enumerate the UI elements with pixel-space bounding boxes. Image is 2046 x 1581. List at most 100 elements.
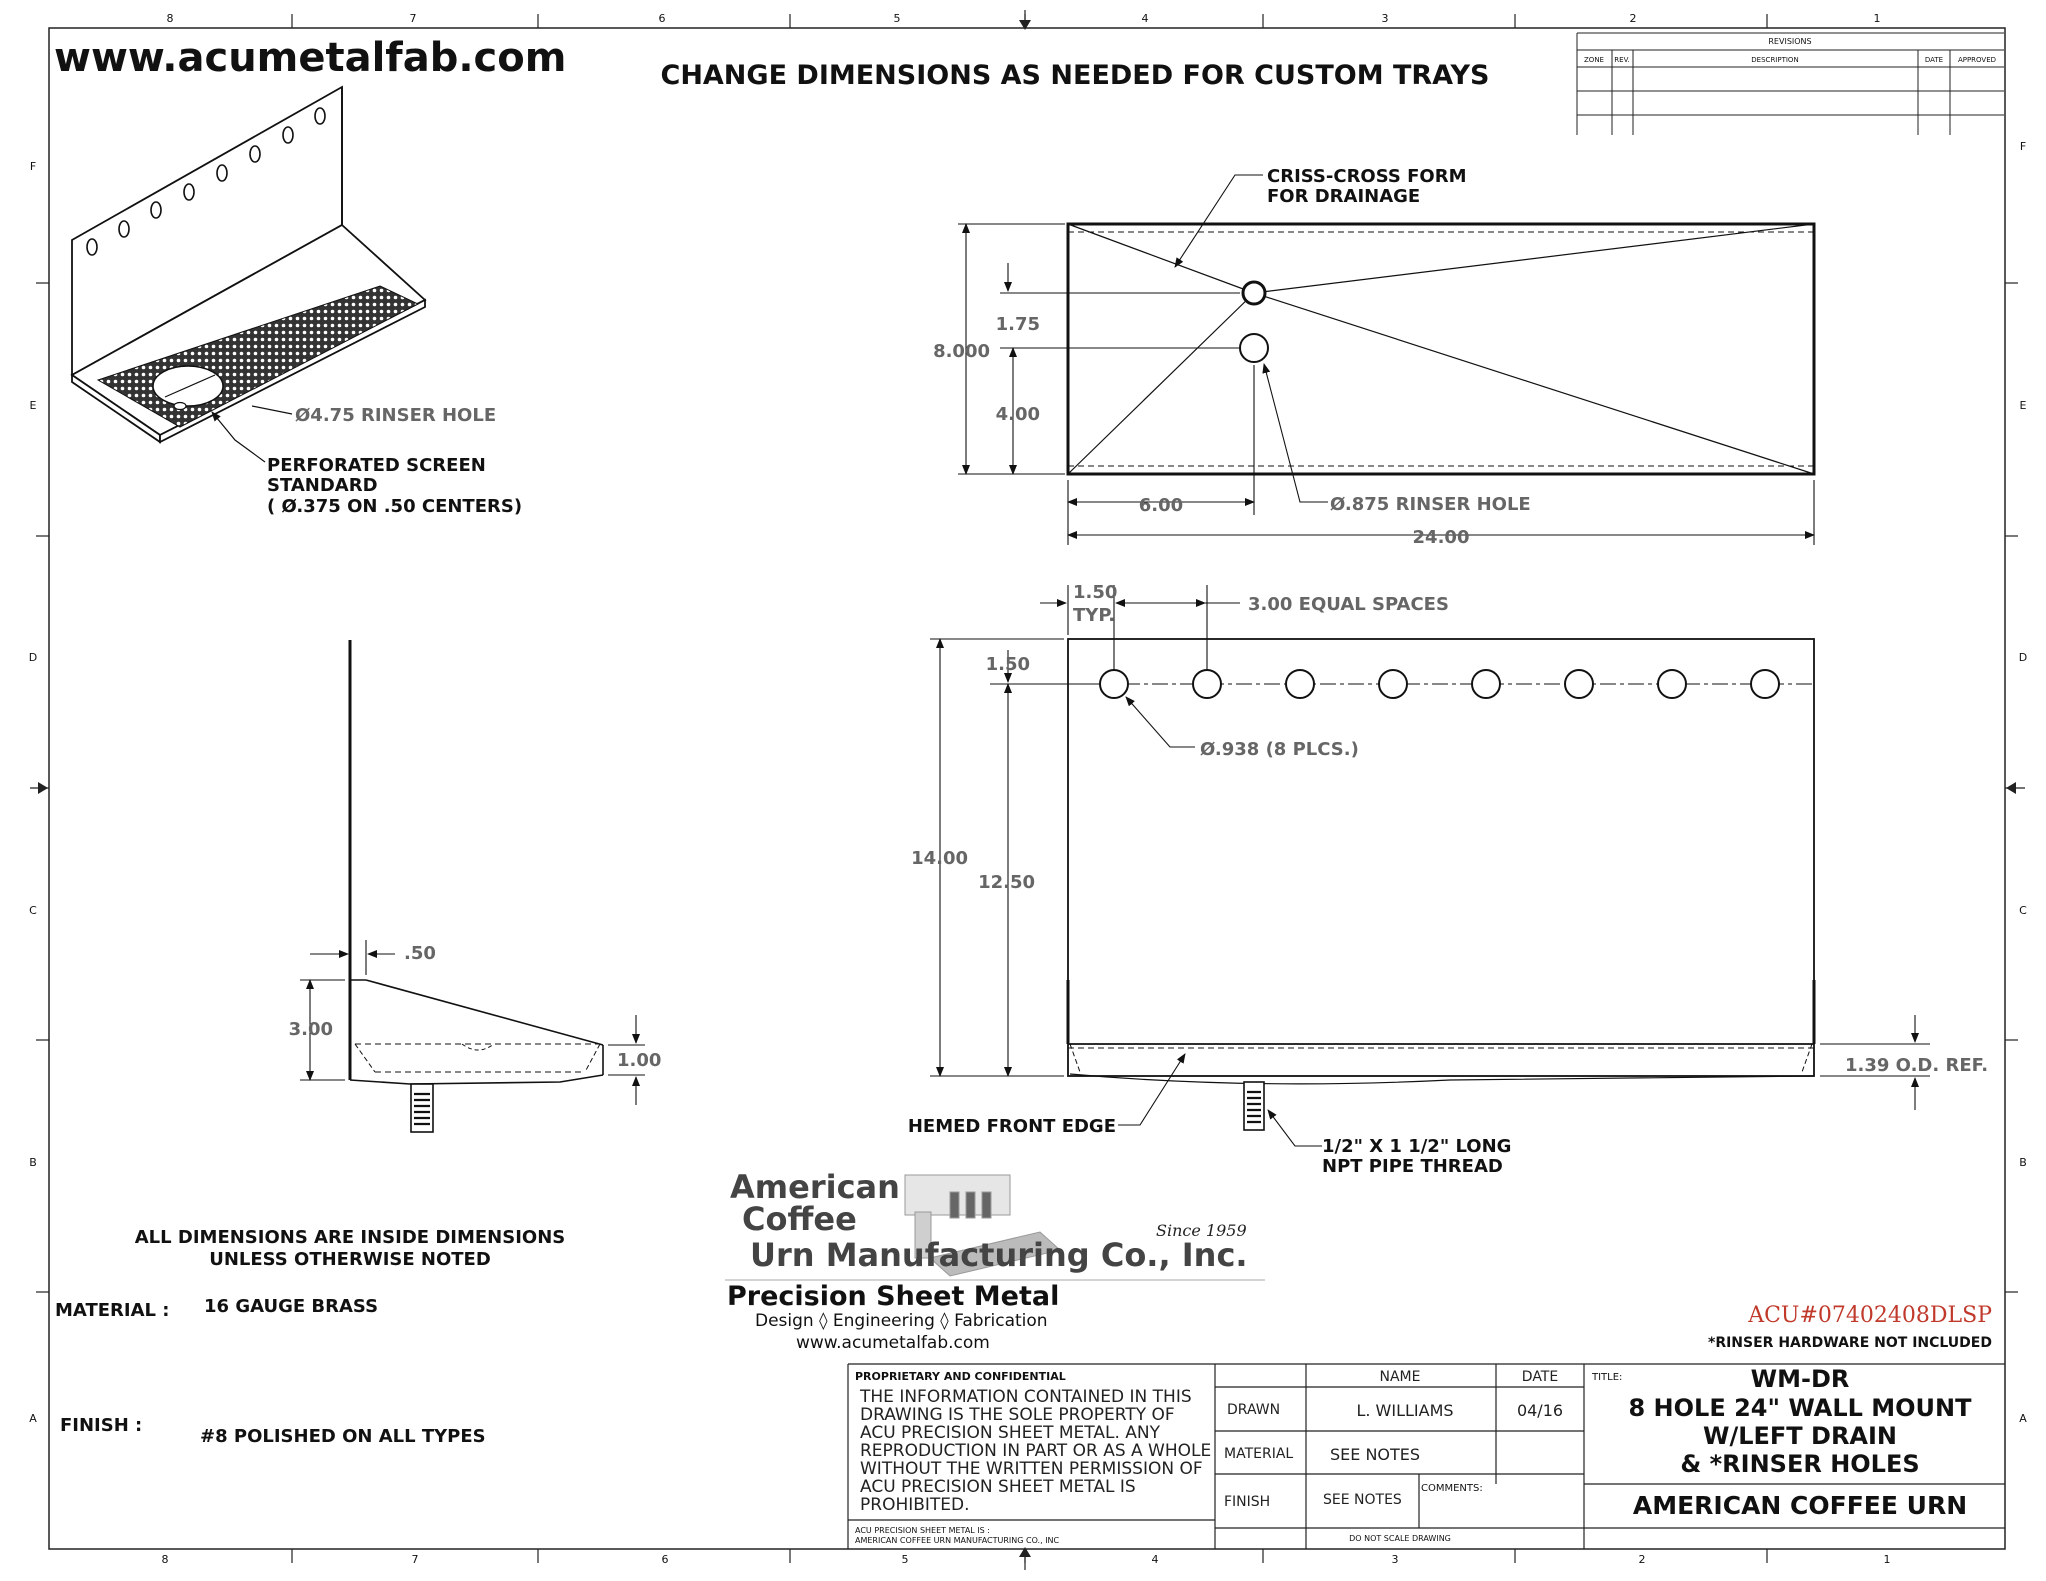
- proprietary-line: WITHOUT THE WRITTEN PERMISSION OF: [860, 1459, 1203, 1479]
- dim-150: 1.50: [986, 654, 1030, 675]
- logo-urn: Urn Manufacturing Co., Inc.: [750, 1236, 1248, 1274]
- title-line1: WM-DR: [1751, 1365, 1850, 1393]
- logo-since: Since 1959: [1156, 1221, 1247, 1240]
- material-value: 16 GAUGE BRASS: [204, 1296, 378, 1317]
- rev-col: REV.: [1614, 56, 1629, 64]
- top-view: [1066, 222, 1816, 476]
- od-ref: 1.39 O.D. REF.: [1845, 1055, 1988, 1076]
- proprietary-line: ACU PRECISION SHEET METAL IS: [860, 1477, 1136, 1497]
- rev-col: DATE: [1925, 56, 1943, 64]
- isometric-view: [70, 85, 427, 444]
- rev-col: APPROVED: [1958, 56, 1996, 64]
- side-zone-labels-left: F E D C B A: [29, 160, 37, 1425]
- zone-label: F: [30, 160, 36, 173]
- name-header: NAME: [1380, 1369, 1421, 1385]
- front-view: [1066, 638, 1816, 1085]
- zone-label: 1: [1884, 1553, 1891, 1566]
- logo-graphic: [904, 1174, 1062, 1277]
- rev-col: DESCRIPTION: [1751, 56, 1798, 64]
- pipe-thread-front: [1243, 1081, 1265, 1131]
- proprietary-line: DRAWING IS THE SOLE PROPERTY OF: [860, 1405, 1175, 1425]
- zone-label: B: [29, 1156, 37, 1169]
- hemmed-edge-note: HEMED FRONT EDGE: [908, 1116, 1116, 1137]
- zone-label: 8: [167, 12, 174, 25]
- finish-label: FINISH :: [60, 1415, 142, 1436]
- proprietary-text: THE INFORMATION CONTAINED IN THIS DRAWIN…: [859, 1387, 1211, 1515]
- zone-label: E: [30, 399, 37, 412]
- proprietary-footer-line1: ACU PRECISION SHEET METAL IS :: [855, 1526, 990, 1535]
- logo-american: American: [730, 1168, 900, 1206]
- dim-400: 4.00: [996, 404, 1040, 425]
- zone-label: 2: [1639, 1553, 1646, 1566]
- zone-label: 2: [1630, 12, 1637, 25]
- notes-line2: UNLESS OTHERWISE NOTED: [209, 1249, 491, 1270]
- dim-1400: 14.00: [911, 848, 968, 869]
- pipe-thread-side: [410, 1083, 434, 1133]
- logo-coffee: Coffee: [742, 1200, 857, 1238]
- rinser-hardware-note: *RINSER HARDWARE NOT INCLUDED: [1708, 1335, 1992, 1351]
- finish-value: #8 POLISHED ON ALL TYPES: [200, 1426, 486, 1447]
- dim-175: 1.75: [996, 314, 1040, 335]
- zone-label: E: [2020, 399, 2027, 412]
- zone-label: 4: [1152, 1553, 1159, 1566]
- zone-label: B: [2019, 1156, 2027, 1169]
- front-view-dimensions: [930, 585, 1930, 1147]
- logo-precision: Precision Sheet Metal: [727, 1281, 1059, 1312]
- proprietary-line: THE INFORMATION CONTAINED IN THIS: [859, 1387, 1192, 1407]
- zone-label: 3: [1392, 1553, 1399, 1566]
- rev-col: ZONE: [1584, 56, 1604, 64]
- website-url[interactable]: www.acumetalfab.com: [54, 35, 566, 81]
- equal-spaces-label: 3.00 EQUAL SPACES: [1248, 594, 1449, 615]
- revisions-table: [1576, 32, 2004, 135]
- title-line3: W/LEFT DRAIN: [1703, 1422, 1897, 1450]
- revisions-header: ZONE REV. DESCRIPTION DATE APPROVED: [1584, 56, 1996, 64]
- date-header: DATE: [1522, 1369, 1558, 1385]
- side-view-dimensions: [300, 940, 645, 1105]
- screen-note-line3: ( Ø.375 ON .50 CENTERS): [267, 496, 522, 517]
- bottom-zone-labels: 8 7 6 5 4 3 2 1: [162, 1553, 1891, 1566]
- proprietary-line: REPRODUCTION IN PART OR AS A WHOLE: [860, 1441, 1211, 1461]
- zone-label: 6: [662, 1553, 669, 1566]
- holes-callout: Ø.938 (8 PLCS.): [1200, 739, 1359, 760]
- dim-150-typ-a: 1.50: [1073, 582, 1117, 603]
- iso-leaders: [211, 405, 293, 463]
- dim-050: .50: [404, 943, 436, 964]
- top-zone-labels: 8 7 6 5 4 3 2 1: [167, 12, 1881, 25]
- zone-label: D: [2019, 651, 2027, 664]
- dim-100: 1.00: [617, 1050, 661, 1071]
- zone-label: 8: [162, 1553, 169, 1566]
- title-label: TITLE:: [1591, 1372, 1622, 1383]
- part-number: ACU#07402408DLSP: [1747, 1303, 1992, 1328]
- company-name: AMERICAN COFFEE URN: [1633, 1491, 1967, 1520]
- center-markers: [38, 20, 2016, 1557]
- finish-tb-value: SEE NOTES: [1323, 1492, 1402, 1508]
- logo-website[interactable]: www.acumetalfab.com: [796, 1333, 990, 1353]
- title-line4: & *RINSER HOLES: [1680, 1450, 1919, 1478]
- zone-label: A: [2019, 1412, 2027, 1425]
- proprietary-footer-line2: AMERICAN COFFEE URN MANUFACTURING CO., I…: [855, 1536, 1060, 1545]
- title-block-grid: [847, 1363, 2005, 1549]
- notes-line1: ALL DIMENSIONS ARE INSIDE DIMENSIONS: [135, 1227, 566, 1248]
- faucet-holes-front: [1099, 669, 1780, 699]
- title-line2: 8 HOLE 24" WALL MOUNT: [1629, 1394, 1973, 1422]
- material-tb-value: SEE NOTES: [1330, 1445, 1420, 1464]
- zone-label: 5: [894, 12, 901, 25]
- proprietary-line: ACU PRECISION SHEET METAL. ANY: [860, 1423, 1161, 1443]
- screen-note-line1: PERFORATED SCREEN: [267, 455, 486, 476]
- zone-label: D: [29, 651, 37, 664]
- pipe-note-line2: NPT PIPE THREAD: [1322, 1156, 1503, 1177]
- banner-title: CHANGE DIMENSIONS AS NEEDED FOR CUSTOM T…: [661, 60, 1490, 91]
- zone-label: 7: [412, 1553, 419, 1566]
- company-logo: American Coffee Urn Manufacturing Co., I…: [725, 1168, 1265, 1353]
- top-rinser-callout: Ø.875 RINSER HOLE: [1330, 494, 1531, 515]
- zone-label: A: [29, 1412, 37, 1425]
- zone-label: 7: [410, 12, 417, 25]
- dim-600: 6.00: [1139, 495, 1183, 516]
- pipe-note-line1: 1/2" X 1 1/2" LONG: [1322, 1136, 1511, 1157]
- top-view-dimensions: [958, 174, 1815, 545]
- criss-cross-line2: FOR DRAINAGE: [1267, 186, 1420, 207]
- proprietary-line: PROHIBITED.: [860, 1495, 970, 1515]
- zone-label: F: [2020, 140, 2026, 153]
- side-zone-labels-right: F E D C B A: [2019, 140, 2027, 1425]
